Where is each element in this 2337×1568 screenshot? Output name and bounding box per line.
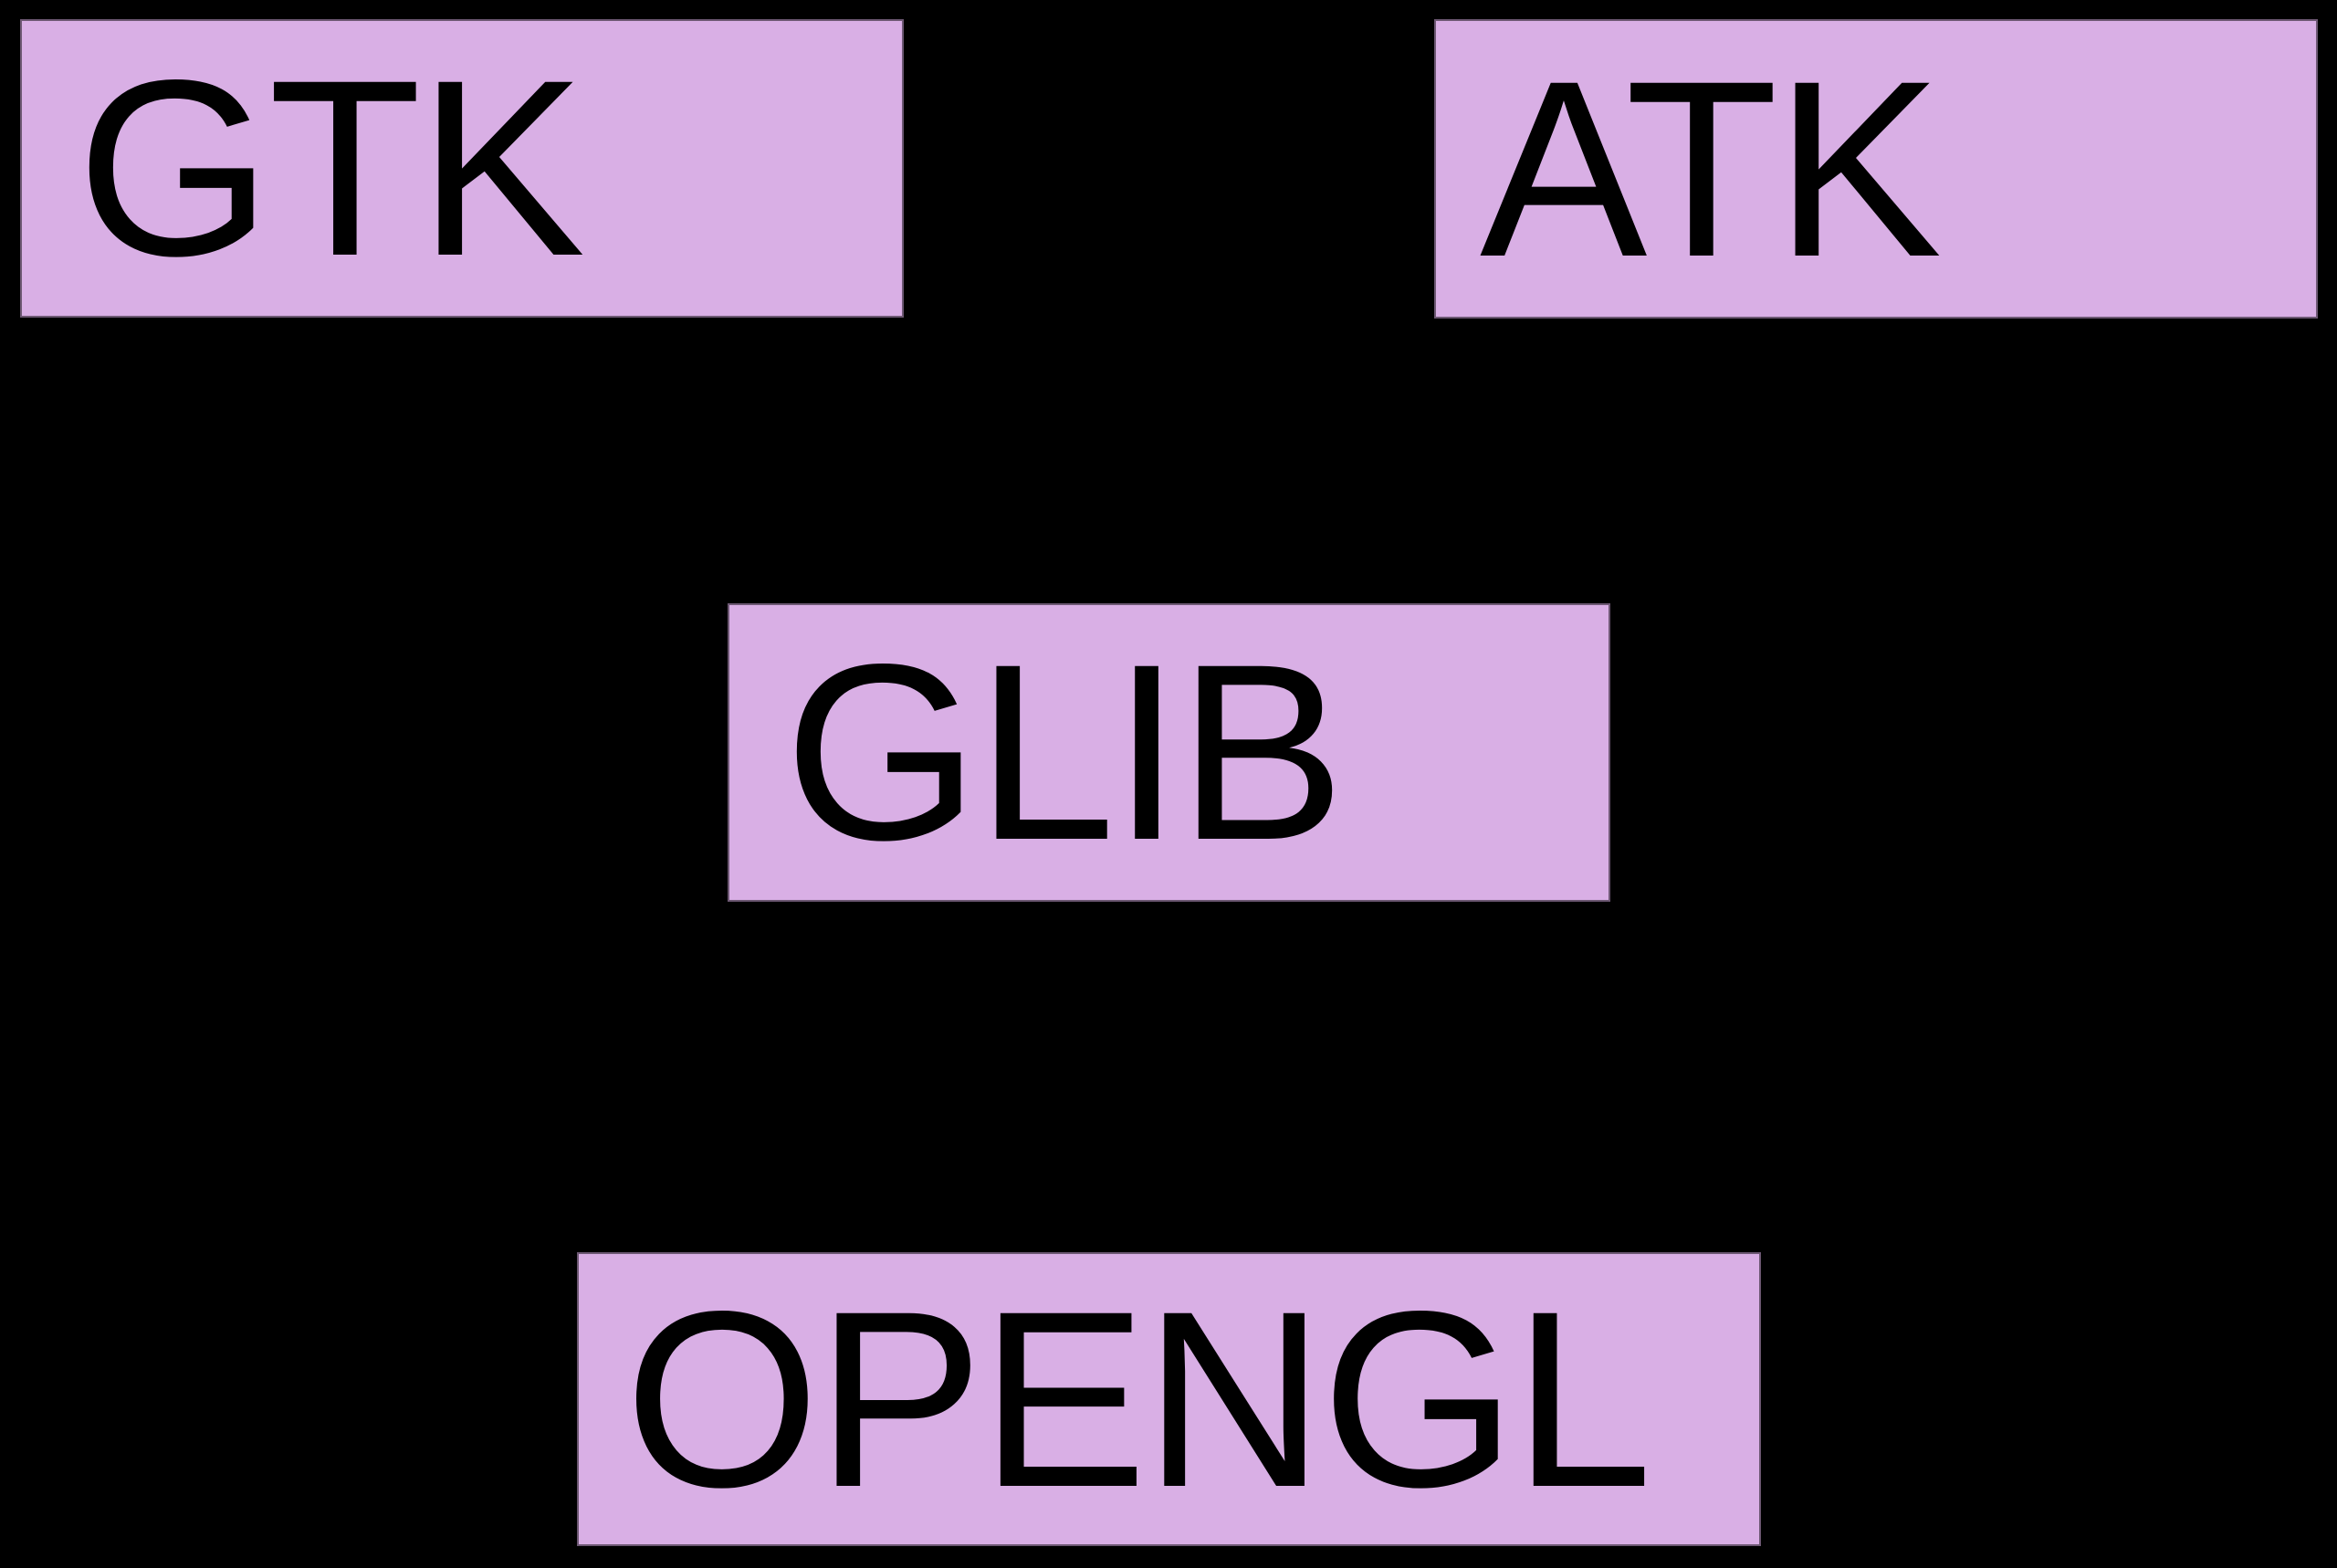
node-opengl-label: OPENGL <box>624 1259 1652 1540</box>
node-gtk: GTK <box>20 19 904 318</box>
node-opengl: OPENGL <box>577 1252 1761 1546</box>
node-glib-label: GLIB <box>784 612 1346 893</box>
node-glib: GLIB <box>728 603 1610 902</box>
node-atk-label: ATK <box>1480 28 1942 309</box>
node-gtk-label: GTK <box>77 28 585 308</box>
node-atk: ATK <box>1434 19 2318 319</box>
